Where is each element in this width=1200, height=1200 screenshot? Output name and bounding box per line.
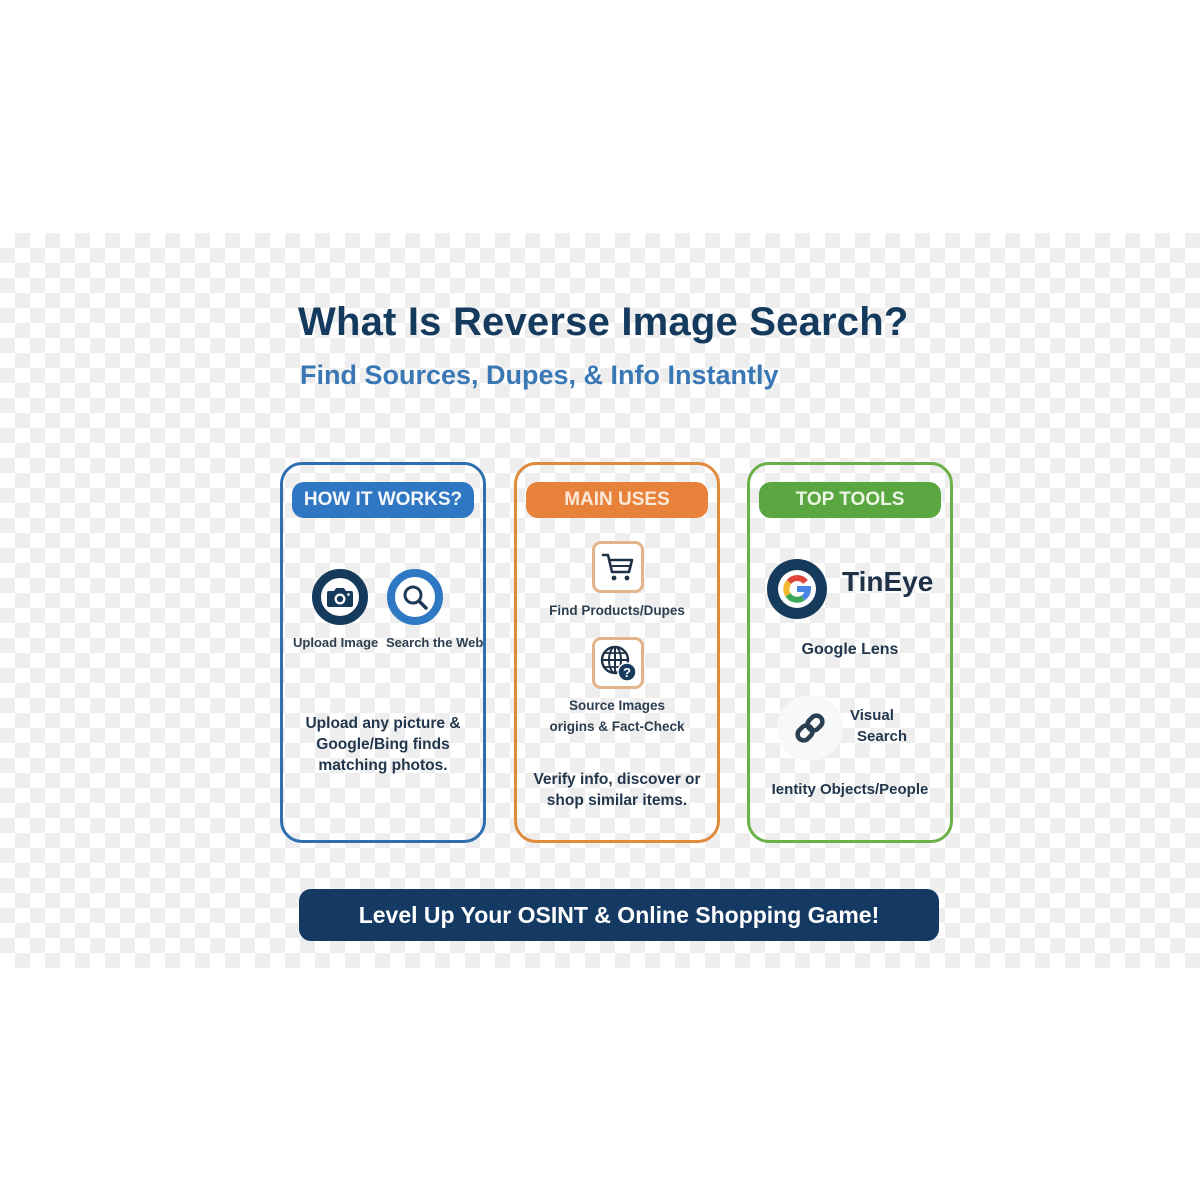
globe-question-icon: ?: [592, 637, 644, 689]
page-title: What Is Reverse Image Search?: [298, 300, 909, 344]
search-the-web-label: Search the Web: [386, 635, 484, 650]
upload-image-label: Upload Image: [293, 635, 379, 650]
camera-icon: [312, 569, 368, 625]
svg-text:?: ?: [623, 665, 631, 680]
link-chain-icon: [777, 695, 843, 761]
shopping-cart-icon: [592, 541, 644, 593]
how-it-works-card: HOW IT WORKS? Upload Image Search the We…: [280, 462, 486, 843]
source-images-label: Source Images origins & Fact-Check: [549, 698, 685, 734]
visual-search-label: Visual Search: [850, 707, 908, 745]
top-tools-card: TOP TOOLS TinEye Google Lens Visual Sear…: [747, 462, 953, 843]
top-tools-header: TOP TOOLS: [759, 482, 941, 518]
main-uses-card: MAIN USES Find Products/Dupes ? Source I…: [514, 462, 720, 843]
google-logo-icon: [767, 559, 827, 619]
how-it-works-description: Upload any picture & Google/Bing finds m…: [305, 715, 461, 774]
identify-objects-label: Ientity Objects/People: [771, 781, 929, 798]
page-subtitle: Find Sources, Dupes, & Info Instantly: [300, 360, 779, 390]
main-uses-header: MAIN USES: [526, 482, 708, 518]
checkerboard-background: [0, 233, 1200, 968]
main-uses-description: Verify info, discover or shop similar it…: [533, 771, 701, 809]
find-products-label: Find Products/Dupes: [549, 603, 685, 618]
google-lens-label: Google Lens: [801, 641, 899, 658]
tineye-label: TinEye: [842, 566, 934, 597]
how-it-works-header: HOW IT WORKS?: [292, 482, 474, 518]
search-icon: [387, 569, 443, 625]
call-to-action-banner: Level Up Your OSINT & Online Shopping Ga…: [299, 889, 939, 941]
